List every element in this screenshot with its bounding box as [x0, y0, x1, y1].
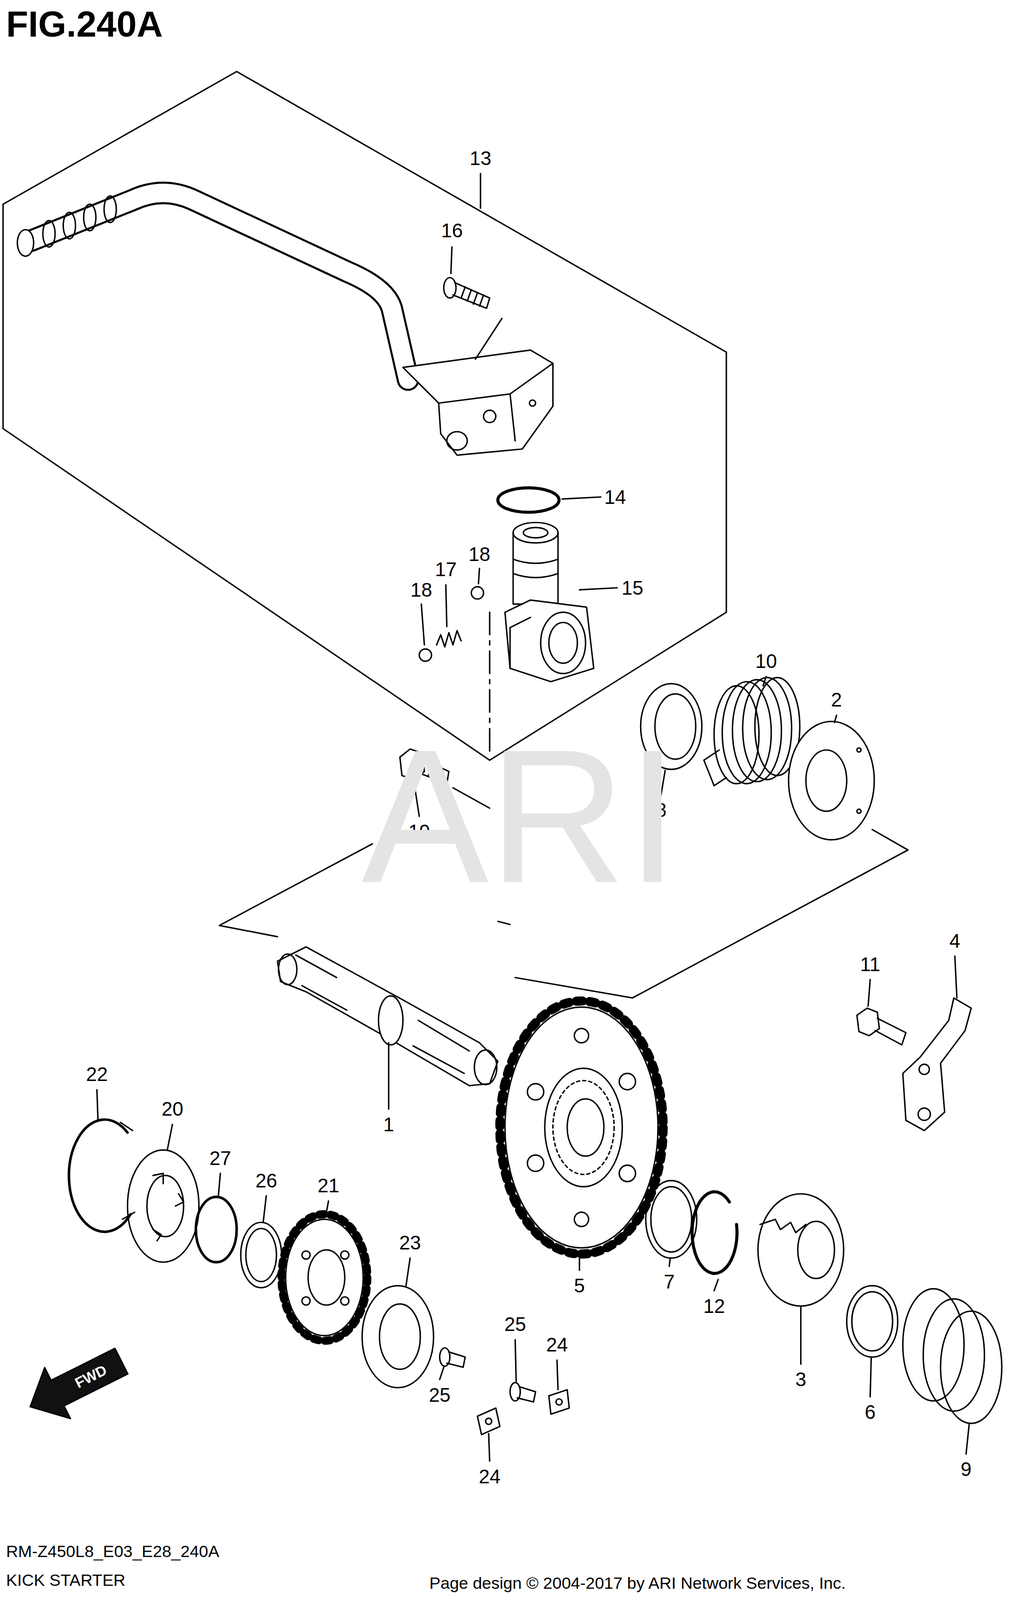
leader-line — [475, 318, 502, 360]
group-outline — [2, 71, 727, 761]
callout-number: 21 — [317, 1174, 340, 1197]
kick-boss — [504, 522, 594, 682]
circlip — [692, 1191, 738, 1274]
retainer — [477, 1389, 570, 1435]
kick-idle-gear — [281, 1214, 368, 1341]
callout-number: 18 — [468, 543, 491, 565]
callout-number: 16 — [440, 219, 463, 242]
callout-number: 4 — [949, 930, 961, 952]
callout-number: 9 — [960, 1458, 972, 1480]
watermark: ARI — [361, 711, 680, 921]
spring — [436, 630, 461, 647]
callout-number: 20 — [161, 1097, 184, 1120]
direction-arrow — [30, 1348, 128, 1419]
callout-number: 11 — [860, 953, 881, 975]
bolt — [856, 1008, 906, 1045]
callout-number: 22 — [85, 1063, 108, 1085]
kick-shaft — [277, 946, 498, 1086]
callout-number: 14 — [604, 486, 627, 508]
callout-number: 3 — [795, 1368, 807, 1390]
return-spring — [703, 677, 800, 786]
figure-title: FIG.240A — [6, 4, 164, 44]
leader-lines — [97, 173, 970, 1461]
washer — [362, 1285, 434, 1388]
ratchet-spring — [940, 1310, 1002, 1424]
o-ring — [497, 487, 559, 513]
ratchet-guide-plate — [902, 997, 972, 1131]
washer — [650, 1186, 692, 1252]
callout-number: 25 — [504, 1313, 527, 1335]
callout-number: 24 — [546, 1333, 569, 1356]
callout-number: 23 — [399, 1231, 422, 1254]
ratchet-spring — [923, 1298, 985, 1411]
callout-number: 10 — [755, 650, 778, 672]
washer — [240, 1222, 282, 1288]
copyright-note: Page design © 2004-2017 by ARI Network S… — [429, 1573, 847, 1592]
callout-number: 24 — [478, 1465, 501, 1488]
callout-number: 5 — [574, 1274, 585, 1297]
callout-number: 25 — [428, 1384, 451, 1406]
lock-plate — [127, 1149, 199, 1262]
callout-number: 15 — [621, 577, 644, 599]
diagram-caption: KICK STARTER — [6, 1571, 126, 1590]
spring-guide — [788, 721, 875, 840]
screw — [439, 1347, 536, 1403]
washer — [846, 1285, 898, 1357]
callout-number: 1 — [383, 1113, 394, 1136]
steel-ball — [471, 586, 484, 600]
washer — [851, 1291, 893, 1351]
callout-number: 18 — [410, 578, 433, 601]
figure-code: RM-Z450L8_E03_E28_240A — [6, 1542, 220, 1561]
kick-lever — [17, 192, 554, 455]
washer — [645, 1180, 697, 1259]
circlip — [68, 1119, 131, 1232]
steel-ball — [419, 648, 432, 662]
center-line — [497, 921, 511, 925]
kick-drive-gear — [499, 1000, 663, 1254]
washer — [246, 1228, 277, 1282]
kick-ratchet — [758, 1193, 845, 1306]
washer — [379, 1303, 421, 1370]
bolt — [443, 277, 490, 309]
callout-number: 6 — [864, 1401, 876, 1423]
callout-number: 27 — [209, 1147, 232, 1169]
callout-number: 17 — [434, 558, 457, 580]
callout-number: 2 — [830, 688, 842, 711]
callout-number: 13 — [469, 147, 492, 169]
callout-number: 7 — [663, 1270, 675, 1293]
callout-number: 12 — [702, 1295, 725, 1317]
ratchet-spring — [902, 1288, 964, 1401]
group-outline — [219, 843, 373, 937]
callout-number: 26 — [255, 1169, 278, 1192]
circlip — [195, 1196, 237, 1262]
